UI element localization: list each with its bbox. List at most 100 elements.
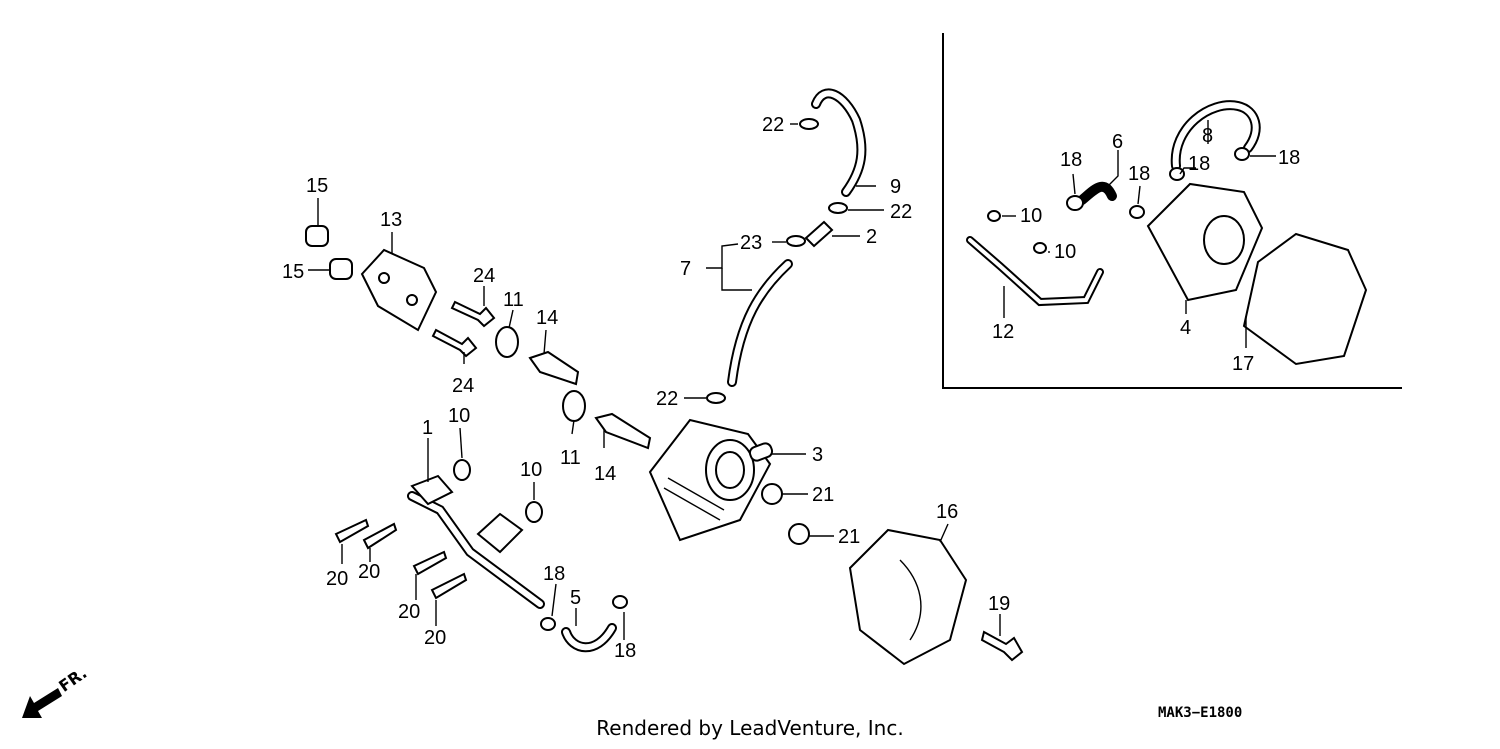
callout-10: 10 xyxy=(1054,241,1076,263)
part-18-clip-b xyxy=(612,595,628,609)
arrow-icon xyxy=(22,688,62,718)
part-18-clip-d xyxy=(1129,205,1145,219)
part-22-clip-top xyxy=(799,118,819,130)
part-15-cap-upper xyxy=(305,225,329,247)
callout-9: 9 xyxy=(890,176,901,198)
callout-7: 7 xyxy=(680,258,691,280)
inset-frame xyxy=(942,33,1402,389)
callout-4: 4 xyxy=(1180,317,1191,339)
part-16-cover xyxy=(848,528,968,666)
part-22-clip-mid xyxy=(828,202,848,214)
callout-10: 10 xyxy=(448,405,470,427)
part-24-bolt-upper xyxy=(450,300,496,328)
leader-lines xyxy=(308,120,1276,640)
part-20-bolt-b xyxy=(362,522,398,550)
callout-14: 14 xyxy=(594,463,616,485)
part-21-cap-upper xyxy=(761,483,783,505)
part-18-clip-c xyxy=(1066,195,1084,211)
part-14-stud-lower xyxy=(594,412,652,450)
part-5-hose-inner xyxy=(563,625,615,651)
part-1-flange-upper xyxy=(410,474,454,506)
callout-20: 20 xyxy=(326,568,348,590)
part-22-clip-low xyxy=(706,392,726,404)
part-12-pipe-inner xyxy=(968,238,1102,305)
callout-12: 12 xyxy=(992,321,1014,343)
callout-16: 16 xyxy=(936,501,958,523)
valve-fin xyxy=(663,487,721,521)
valve-nozzle xyxy=(748,442,774,462)
callout-21: 21 xyxy=(838,526,860,548)
part-20-bolt-d xyxy=(430,572,468,600)
callout-17: 17 xyxy=(1232,353,1254,375)
part-callouts: 15 15 13 24 24 11 11 14 14 3 21 21 7 23 … xyxy=(282,114,1300,662)
callout-19: 19 xyxy=(988,593,1010,615)
part-23-clip xyxy=(786,235,806,247)
callout-18: 18 xyxy=(1188,153,1210,175)
part-10-oring-inset-b xyxy=(1033,242,1047,254)
callout-8: 8 xyxy=(1202,125,1213,147)
part-17-cover xyxy=(1242,232,1368,366)
callout-15: 15 xyxy=(306,175,328,197)
part-14-stud-upper xyxy=(528,350,580,386)
callout-3: 3 xyxy=(812,444,823,466)
inset-valve-port xyxy=(1203,215,1245,265)
part-13-bracket xyxy=(360,248,438,332)
part-9-hose-inner xyxy=(813,90,865,195)
bracket-hole xyxy=(406,294,418,306)
part-15-cap-lower xyxy=(329,258,353,280)
part-1-flange-lower xyxy=(476,512,524,554)
part-20-bolt-a xyxy=(334,518,370,544)
callout-24: 24 xyxy=(473,265,495,287)
callout-1: 1 xyxy=(422,417,433,439)
part-7-hose-inner xyxy=(729,261,791,385)
part-18-clip-f xyxy=(1234,147,1250,161)
callout-20: 20 xyxy=(424,627,446,649)
part-10-oring-inset-a xyxy=(987,210,1001,222)
part-19-bolt xyxy=(980,630,1024,662)
callout-14: 14 xyxy=(536,307,558,329)
part-21-cap-lower xyxy=(788,523,810,545)
callout-22: 22 xyxy=(656,388,678,410)
callout-20: 20 xyxy=(358,561,380,583)
part-6-hose xyxy=(1077,181,1117,205)
callout-11: 11 xyxy=(503,289,524,311)
callout-18: 18 xyxy=(1060,149,1082,171)
part-11-grommet-upper xyxy=(495,326,519,358)
part-11-grommet-lower xyxy=(562,390,586,422)
render-credit: Rendered by LeadVenture, Inc. xyxy=(596,716,904,740)
part-8-hose-inner xyxy=(1172,102,1259,169)
callout-18: 18 xyxy=(1278,147,1300,169)
callout-22: 22 xyxy=(762,114,784,136)
front-direction-arrow xyxy=(22,688,62,718)
valve-port-inner xyxy=(715,451,745,489)
callout-24: 24 xyxy=(452,375,474,397)
part-10-oring-right xyxy=(525,501,543,523)
callout-22: 22 xyxy=(890,201,912,223)
valve-fin xyxy=(667,477,725,511)
callout-10: 10 xyxy=(520,459,542,481)
cover-detail xyxy=(899,559,922,641)
diagram-code: MAK3−E1800 xyxy=(1158,705,1243,721)
part-1-pipe-inner xyxy=(409,493,543,607)
part-18-clip-e xyxy=(1169,167,1185,181)
callout-10: 10 xyxy=(1020,205,1042,227)
part-7-hose xyxy=(727,259,793,387)
callout-13: 13 xyxy=(380,209,402,231)
part-18-clip-a xyxy=(540,617,556,631)
part-20-bolt-c xyxy=(412,550,448,576)
callout-21: 21 xyxy=(812,484,834,506)
callout-2: 2 xyxy=(866,226,877,248)
callout-6: 6 xyxy=(1112,131,1123,153)
bracket-hole xyxy=(378,272,390,284)
callout-20: 20 xyxy=(398,601,420,623)
callout-18: 18 xyxy=(543,563,565,585)
part-10-oring-left xyxy=(453,459,471,481)
part-2-fitting xyxy=(804,220,834,248)
callout-18: 18 xyxy=(614,640,636,662)
callout-11: 11 xyxy=(560,447,581,469)
callout-23: 23 xyxy=(740,232,762,254)
part-24-bolt-lower xyxy=(431,328,478,358)
callout-5: 5 xyxy=(570,587,581,609)
